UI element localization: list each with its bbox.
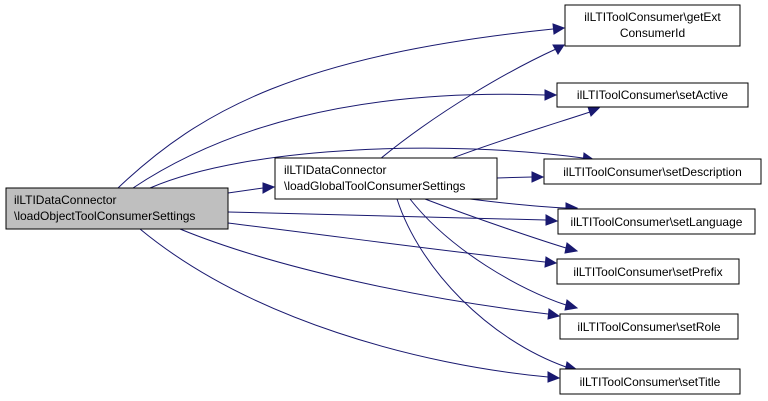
edge-root-to-global-arrow [262, 182, 276, 194]
node-root-box [5, 187, 229, 230]
edge-root-to-settitle-arrow [547, 371, 561, 383]
node-setlanguage-box [557, 208, 756, 235]
node-load-object-tool-consumer-settings[interactable]: ilLTIDataConnector \loadObjectToolConsum… [5, 187, 229, 230]
edge-root-to-global [227, 187, 264, 194]
node-setrole-label: ilLTIToolConsumer\setRole [577, 320, 720, 334]
edge-global-to-setprefix-arrow [564, 242, 579, 254]
node-global-box [274, 157, 498, 200]
edge-root-to-setprefix-arrow [544, 256, 558, 268]
edges-from-global [379, 44, 601, 373]
edge-global-to-setprefix [424, 198, 567, 249]
edge-global-to-setactive [449, 111, 591, 160]
edge-global-to-setdescription [496, 176, 533, 179]
node-setdescription-label: ilLTIToolConsumer\setDescription [563, 165, 742, 179]
node-set-role[interactable]: ilLTIToolConsumer\setRole [559, 313, 739, 340]
edge-global-to-setdescription-arrow [531, 171, 545, 183]
edge-global-to-setactive-arrow [587, 106, 601, 117]
edge-root-to-setrole [179, 228, 549, 315]
edge-root-to-setdescription [149, 147, 584, 189]
node-set-title[interactable]: ilLTIToolConsumer\setTitle [559, 368, 741, 395]
node-setactive-label: ilLTIToolConsumer\setActive [577, 88, 728, 102]
edge-global-to-getextconsumerid [379, 48, 557, 160]
edge-global-to-setrole [409, 198, 567, 306]
node-setprefix-label: ilLTIToolConsumer\setPrefix [573, 265, 722, 279]
edge-root-to-setrole-arrow [547, 308, 561, 320]
node-settitle-label: ilLTIToolConsumer\setTitle [580, 375, 721, 389]
node-set-description[interactable]: ilLTIToolConsumer\setDescription [543, 158, 762, 185]
node-getextconsumerid-box [564, 4, 741, 47]
edge-root-to-setprefix [227, 222, 546, 263]
node-setdescription-box [543, 158, 762, 185]
node-load-global-tool-consumer-settings[interactable]: ilLTIDataConnector \loadGlobalToolConsum… [274, 157, 498, 200]
edge-global-to-getextconsumerid-arrow [552, 44, 565, 55]
edge-global-to-settitle [396, 198, 567, 368]
edge-root-to-setlanguage-arrow [545, 214, 559, 226]
node-root-label-line1: ilLTIDataConnector [14, 193, 117, 207]
edge-root-to-setlanguage [227, 211, 547, 221]
node-getextconsumerid-label-line1: ilLTIToolConsumer\getExt [584, 10, 721, 24]
node-settitle-box [559, 368, 741, 395]
node-global-label-line1: ilLTIDataConnector [284, 163, 387, 177]
node-get-ext-consumer-id[interactable]: ilLTIToolConsumer\getExt ConsumerId [564, 4, 741, 47]
node-set-prefix[interactable]: ilLTIToolConsumer\setPrefix [556, 258, 740, 285]
node-set-active[interactable]: ilLTIToolConsumer\setActive [556, 82, 749, 108]
edge-root-to-settitle [139, 228, 549, 378]
node-setrole-box [559, 313, 739, 340]
edge-root-to-setactive-arrow [544, 89, 558, 101]
node-global-label-line2: \loadGlobalToolConsumerSettings [284, 179, 465, 193]
edge-global-to-setlanguage [469, 198, 567, 209]
edge-root-to-getextconsumerid [117, 28, 554, 189]
edge-root-to-setactive [132, 93, 546, 189]
node-set-language[interactable]: ilLTIToolConsumer\setLanguage [557, 208, 756, 235]
edge-root-to-getextconsumerid-arrow [552, 23, 566, 35]
node-setprefix-box [556, 258, 740, 285]
node-setactive-box [556, 82, 749, 108]
node-getextconsumerid-label-line2: ConsumerId [620, 26, 685, 40]
edge-global-to-setrole-arrow [564, 299, 579, 311]
node-setlanguage-label: ilLTIToolConsumer\setLanguage [571, 215, 743, 229]
node-root-label-line2: \loadObjectToolConsumerSettings [14, 209, 195, 223]
